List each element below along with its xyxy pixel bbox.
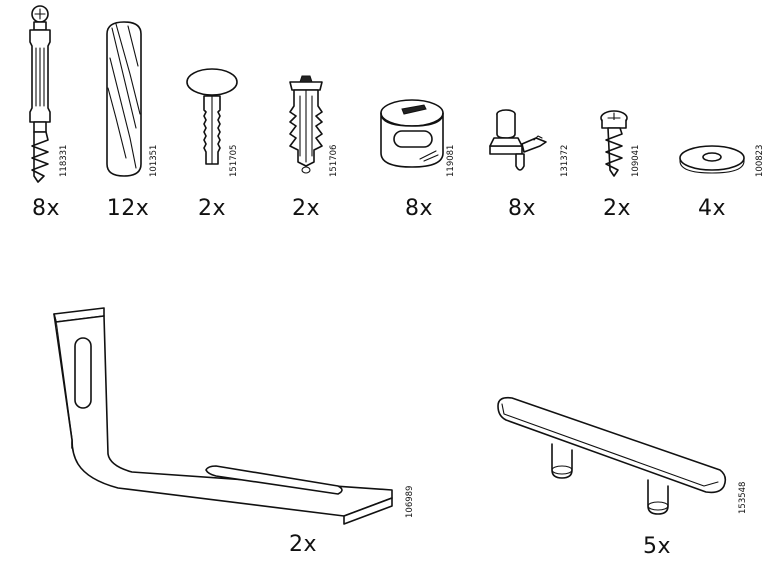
cam-bolt-icon <box>29 5 51 183</box>
part-code-153548: 153548 <box>738 481 748 514</box>
quantity-5x-handle: 5x <box>642 534 672 559</box>
quantity-2x-expansion-plug: 2x <box>291 196 321 221</box>
quantity-8x-cam-bolt: 8x <box>31 196 61 221</box>
part-code-119081: 119081 <box>446 144 456 177</box>
quantity-8x-cam-lock: 8x <box>404 196 434 221</box>
part-code-118331: 118331 <box>59 144 69 177</box>
screw-icon <box>600 110 628 177</box>
quantity-2x-cap-plug: 2x <box>197 196 227 221</box>
part-code-151706: 151706 <box>329 144 339 177</box>
quantity-2x-screw: 2x <box>602 196 632 221</box>
quantity-8x-shelf-support: 8x <box>507 196 537 221</box>
part-code-101351: 101351 <box>149 144 159 177</box>
part-cam-bolt <box>10 0 70 185</box>
cam-lock-icon <box>380 99 444 168</box>
handle-icon <box>497 396 727 515</box>
washer-icon <box>679 145 745 174</box>
part-screw <box>594 108 634 180</box>
wood-dowel-icon <box>106 21 142 177</box>
part-code-151705: 151705 <box>229 144 239 177</box>
shelf-support-icon <box>489 109 547 171</box>
part-code-109041: 109041 <box>631 144 641 177</box>
part-shelf-support <box>484 104 556 180</box>
quantity-2x-l-bracket: 2x <box>288 532 318 557</box>
l-bracket-icon <box>53 307 393 525</box>
part-wood-dowel <box>100 18 150 180</box>
part-cap-plug <box>182 66 242 181</box>
part-handle <box>492 386 728 522</box>
cap-plug-icon <box>186 68 238 165</box>
part-l-bracket <box>48 304 398 526</box>
quantity-4x-washer: 4x <box>697 196 727 221</box>
part-code-100823: 100823 <box>755 144 765 177</box>
part-cam-lock <box>376 95 448 175</box>
part-code-106989: 106989 <box>405 485 415 518</box>
part-code-131372: 131372 <box>560 144 570 177</box>
part-expansion-plug <box>278 70 334 182</box>
part-washer <box>676 140 748 174</box>
expansion-plug-icon <box>289 75 323 174</box>
quantity-12x-wood-dowel: 12x <box>106 196 150 221</box>
